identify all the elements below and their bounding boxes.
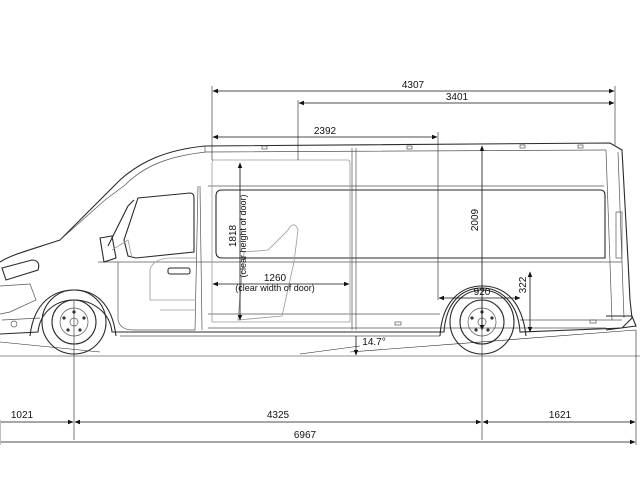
dim-2392-label: 2392 xyxy=(314,126,337,137)
headlight xyxy=(1,259,40,281)
dim-4325-label: 4325 xyxy=(267,410,290,421)
dim-1621-label: 1621 xyxy=(549,410,572,421)
rear-step xyxy=(605,315,637,331)
cab-window xyxy=(123,192,195,259)
cab-door-handle xyxy=(167,267,191,275)
dimension-lines xyxy=(0,86,637,445)
departure-angle-label: 14.7° xyxy=(362,337,385,348)
dim-1818-note: (clear height of door) xyxy=(238,194,248,277)
seat-ghost xyxy=(237,224,299,321)
dim-4307-label: 4307 xyxy=(402,80,425,91)
dim-1260-label: 1260 xyxy=(264,273,287,284)
dim-1818-label: 1818 xyxy=(228,224,239,247)
dim-6967-label: 6967 xyxy=(294,430,317,441)
body-outline xyxy=(0,142,633,335)
dim-3401-label: 3401 xyxy=(446,92,469,103)
dim-1021-label: 1021 xyxy=(11,410,34,421)
dim-920-label: 920 xyxy=(474,287,491,298)
mirror xyxy=(99,235,117,263)
van-body xyxy=(0,142,637,337)
dim-322-label: 322 xyxy=(518,276,529,293)
side-window xyxy=(215,189,606,259)
dim-2009-label: 2009 xyxy=(470,208,481,231)
side-door-frame xyxy=(211,159,351,323)
dim-1260-note: (clear width of door) xyxy=(235,283,315,293)
ground-lines xyxy=(0,329,640,357)
rear-lamp xyxy=(615,211,623,259)
